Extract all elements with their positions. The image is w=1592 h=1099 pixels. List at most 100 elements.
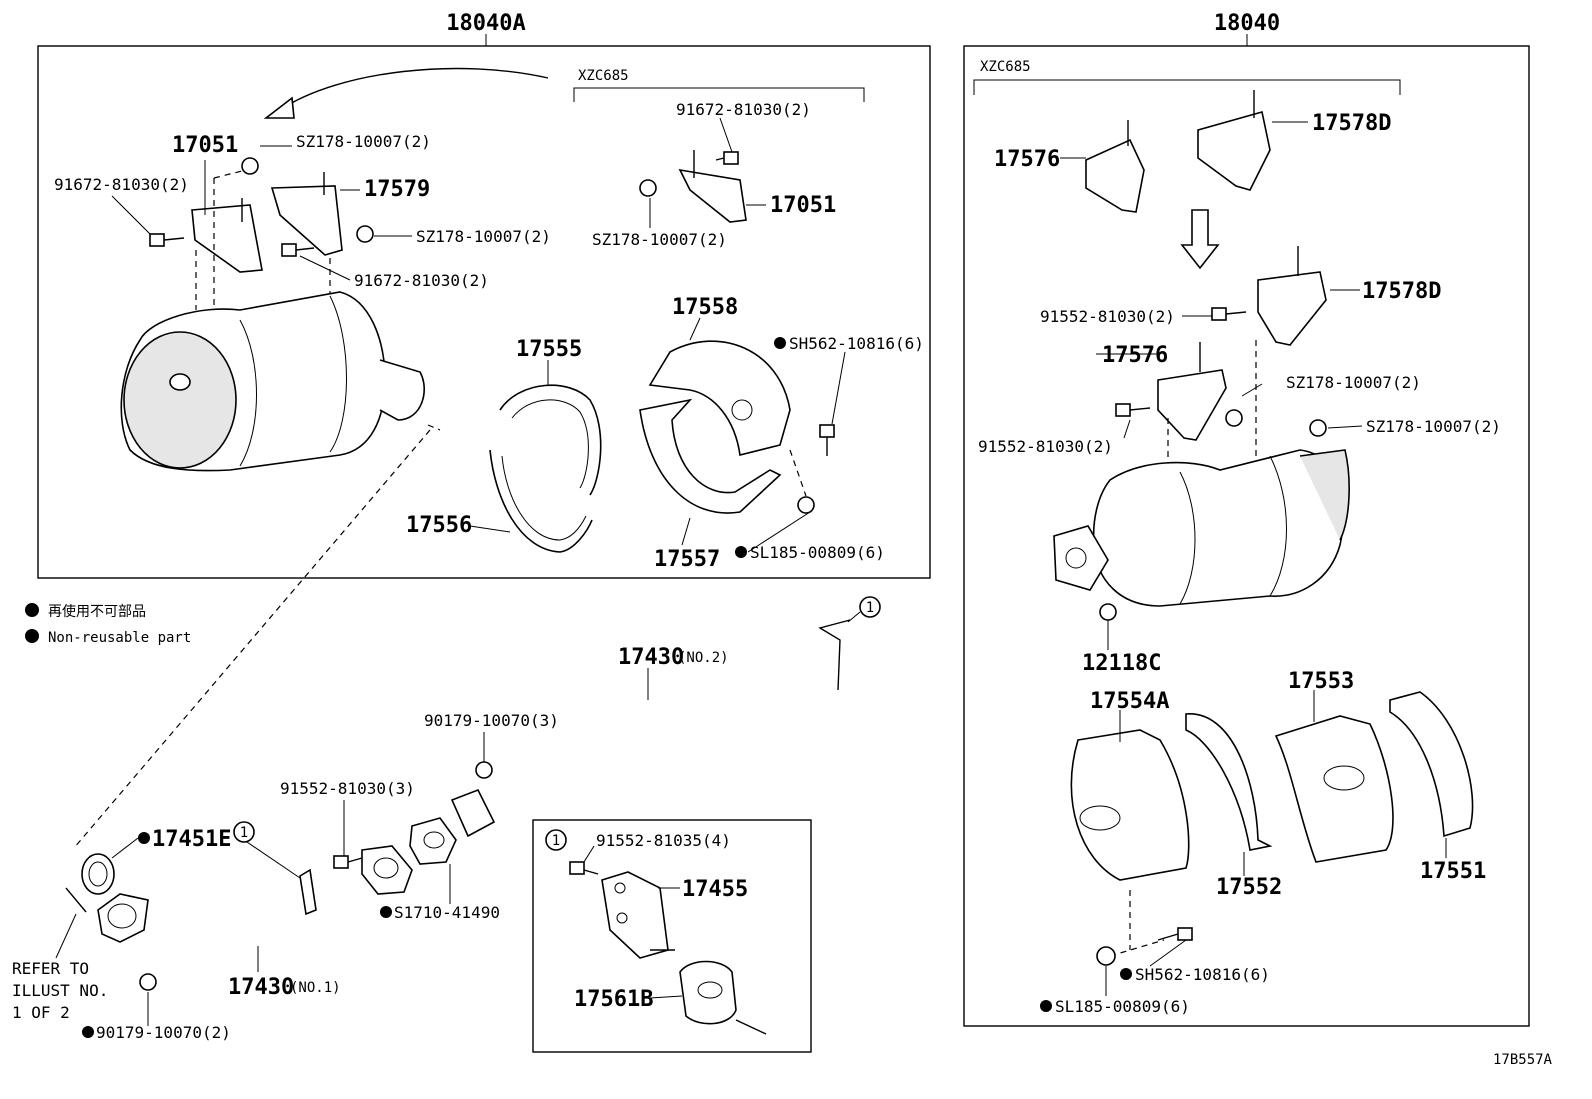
label-sz178-xzc: SZ178-10007(2)	[592, 230, 727, 249]
label-17558: 17558	[672, 295, 738, 320]
label-no2: (NO.2)	[678, 650, 729, 666]
inset-frame	[532, 819, 812, 1053]
label-17554a: 17554A	[1090, 689, 1169, 714]
label-91672-left: 91672-81030(2)	[54, 175, 189, 194]
gasket-s1710	[409, 817, 457, 865]
mount-cushion-17561b	[679, 960, 737, 1025]
nonreusable-dot	[138, 832, 150, 844]
label-91552-b: 91552-81030(2)	[978, 437, 1113, 456]
stud-bolt	[65, 887, 87, 913]
label-sz178-top: SZ178-10007(2)	[296, 132, 431, 151]
nut-icon	[475, 761, 493, 779]
label-sl185-left: SL185-00809(6)	[750, 543, 885, 562]
ref-circle-label: 1	[552, 833, 560, 849]
bracket-17051-xzc	[678, 168, 747, 223]
label-17557: 17557	[654, 547, 720, 572]
insulator-17557	[639, 398, 782, 514]
label-17561b: 17561B	[574, 987, 653, 1012]
nonreusable-dot	[1120, 968, 1132, 980]
group-title-18040: 18040	[1214, 11, 1280, 36]
label-17578d-top: 17578D	[1312, 111, 1391, 136]
label-17555: 17555	[516, 337, 582, 362]
label-s1710: S1710-41490	[394, 903, 500, 922]
flange-rear	[361, 845, 413, 895]
nonreusable-dot	[82, 1026, 94, 1038]
label-17051-xzc: 17051	[770, 193, 836, 218]
nut-icon	[639, 179, 657, 197]
label-sh562-right: SH562-10816(6)	[1135, 965, 1270, 984]
flange-front	[97, 893, 149, 943]
shield-17554a	[1070, 729, 1190, 881]
label-17579: 17579	[364, 177, 430, 202]
ref-circle-icon	[545, 829, 567, 851]
ref-circle-label: 1	[240, 825, 248, 841]
bolt-icon	[149, 233, 165, 247]
xzc-label-left: XZC685	[578, 68, 629, 84]
gasket-17451e	[81, 853, 115, 895]
clamp-17555	[499, 384, 602, 496]
direction-arrow	[279, 67, 549, 111]
xzc-label-right: XZC685	[980, 59, 1031, 75]
bracket-17578d-top	[1197, 110, 1271, 191]
connection-line	[73, 429, 431, 849]
outlet-flange	[379, 359, 425, 421]
bolt-icon	[723, 151, 739, 165]
label-17553: 17553	[1288, 669, 1354, 694]
legend-en: Non-reusable part	[48, 630, 191, 646]
legend-dot	[25, 629, 39, 643]
label-91672-xzc: 91672-81030(2)	[676, 100, 811, 119]
nut-icon	[1309, 419, 1327, 437]
clamp-17556	[489, 449, 593, 553]
nut-icon	[356, 225, 374, 243]
bolt-icon	[569, 861, 585, 875]
label-17552: 17552	[1216, 875, 1282, 900]
bracket-17455	[601, 871, 669, 959]
bolt-icon	[1211, 307, 1227, 321]
label-91552-bottom: 91552-81030(3)	[280, 779, 415, 798]
label-17556: 17556	[406, 513, 472, 538]
label-17430-no1: 17430	[228, 975, 294, 1000]
label-17455: 17455	[682, 877, 748, 902]
diagram-code: 17B557A	[1493, 1052, 1553, 1068]
legend-dot	[25, 603, 39, 617]
label-17576-mid: 17576	[1102, 343, 1168, 368]
label-sz178-mid: SZ178-10007(2)	[416, 227, 551, 246]
shield-17551	[1389, 691, 1474, 838]
bolt-icon	[281, 243, 297, 257]
nut-icon	[241, 157, 259, 175]
label-sz178-b: SZ178-10007(2)	[1366, 417, 1501, 436]
hanger-rod	[818, 619, 851, 691]
nonreusable-dot	[380, 906, 392, 918]
bolt-icon	[1177, 927, 1193, 941]
bolt-icon	[333, 855, 349, 869]
converter-end	[123, 331, 237, 469]
label-17551: 17551	[1420, 859, 1486, 884]
shield-17552	[1185, 713, 1273, 851]
refer-line-1: REFER TO	[12, 959, 89, 978]
label-17576-top: 17576	[994, 147, 1060, 172]
nut-icon	[797, 496, 815, 514]
nut-icon	[1225, 409, 1243, 427]
bolt-icon	[1115, 403, 1131, 417]
label-17578d-mid: 17578D	[1362, 279, 1441, 304]
label-90179-a: 90179-10070(3)	[424, 711, 559, 730]
nut-icon	[139, 973, 157, 991]
arrow-head-icon	[263, 96, 295, 119]
group-title-18040a: 18040A	[446, 11, 525, 36]
inlet-flange	[1053, 525, 1109, 591]
label-90179-b: 90179-10070(2)	[96, 1023, 231, 1042]
ref-circle-icon	[233, 821, 255, 843]
down-arrow-icon	[1180, 209, 1220, 270]
insulator-17558	[648, 340, 791, 456]
refer-line-3: 1 OF 2	[12, 1003, 70, 1022]
label-17051: 17051	[172, 133, 238, 158]
label-91552-inset: 91552-81035(4)	[596, 831, 731, 850]
nonreusable-dot	[735, 546, 747, 558]
bracket-17576-mid	[1157, 369, 1227, 441]
label-no1: (NO.1)	[290, 980, 341, 996]
bolt-icon	[819, 424, 835, 438]
label-12118c: 12118C	[1082, 651, 1161, 676]
group-18040a-frame	[37, 45, 931, 579]
nonreusable-dot	[1040, 1000, 1052, 1012]
